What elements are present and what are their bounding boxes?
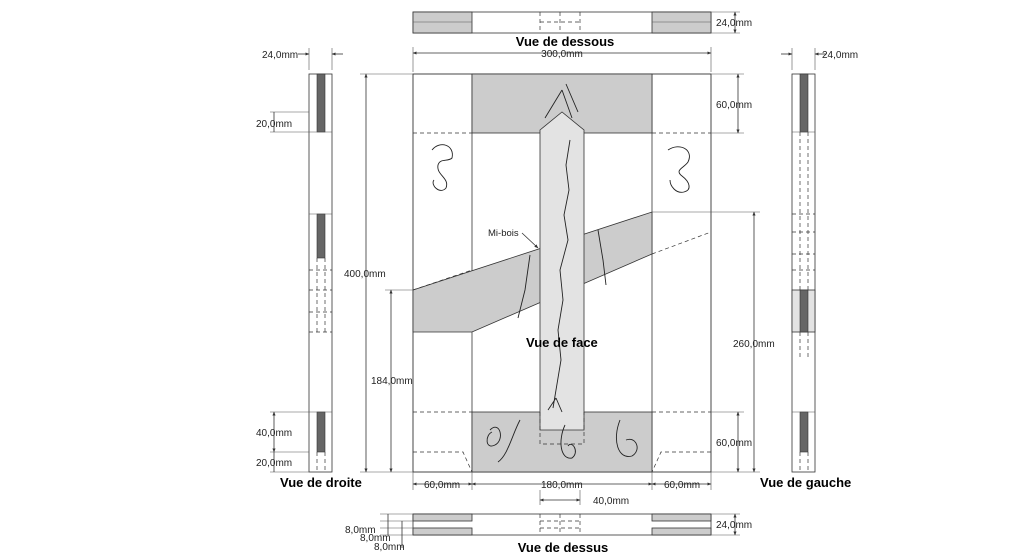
title-vue-de-droite: Vue de droite — [280, 475, 362, 490]
dim-stile-right: 60,0mm — [664, 480, 700, 491]
dim-middle: 180,0mm — [541, 480, 583, 491]
dim-8b: 8,0mm — [360, 533, 391, 544]
title-vue-de-dessous: Vue de dessous — [516, 34, 615, 49]
dim-brace-height: 260,0mm — [733, 339, 775, 350]
dim-top-rail: 60,0mm — [716, 100, 752, 111]
dim-total-width: 300,0mm — [541, 49, 583, 60]
dim-dessous-thickness: 24,0mm — [716, 18, 752, 29]
view-face — [412, 73, 712, 473]
dim-droite-20b: 20,0mm — [256, 458, 292, 469]
dim-droite-20a: 20,0mm — [256, 119, 292, 130]
dim-8a: 8,0mm — [345, 525, 376, 536]
view-gauche: 24,0mm — [781, 48, 858, 473]
dim-stile-left: 60,0mm — [424, 480, 460, 491]
dim-droite-thickness: 24,0mm — [262, 50, 298, 61]
view-dessous: 24,0mm — [412, 11, 752, 34]
dim-gauche-thickness: 24,0mm — [822, 50, 858, 61]
dim-8c: 8,0mm — [374, 542, 405, 553]
title-vue-de-dessus: Vue de dessus — [518, 540, 609, 555]
view-dessus: 24,0mm 8,0mm 8,0mm 8,0mm — [345, 513, 752, 553]
dim-dessus-thickness: 24,0mm — [716, 520, 752, 531]
dim-tenon-width: 40,0mm — [593, 496, 629, 507]
title-vue-de-gauche: Vue de gauche — [760, 475, 851, 490]
dim-total-height: 400,0mm — [344, 269, 386, 280]
dim-brace-low: 184,0mm — [371, 376, 413, 387]
dim-bottom-rail: 60,0mm — [716, 438, 752, 449]
view-droite: 24,0mm 20,0mm 40,0mm 20,0mm — [256, 48, 343, 473]
title-vue-de-face: Vue de face — [526, 335, 598, 350]
label-mi-bois: Mi-bois — [488, 228, 519, 239]
dim-droite-40: 40,0mm — [256, 428, 292, 439]
